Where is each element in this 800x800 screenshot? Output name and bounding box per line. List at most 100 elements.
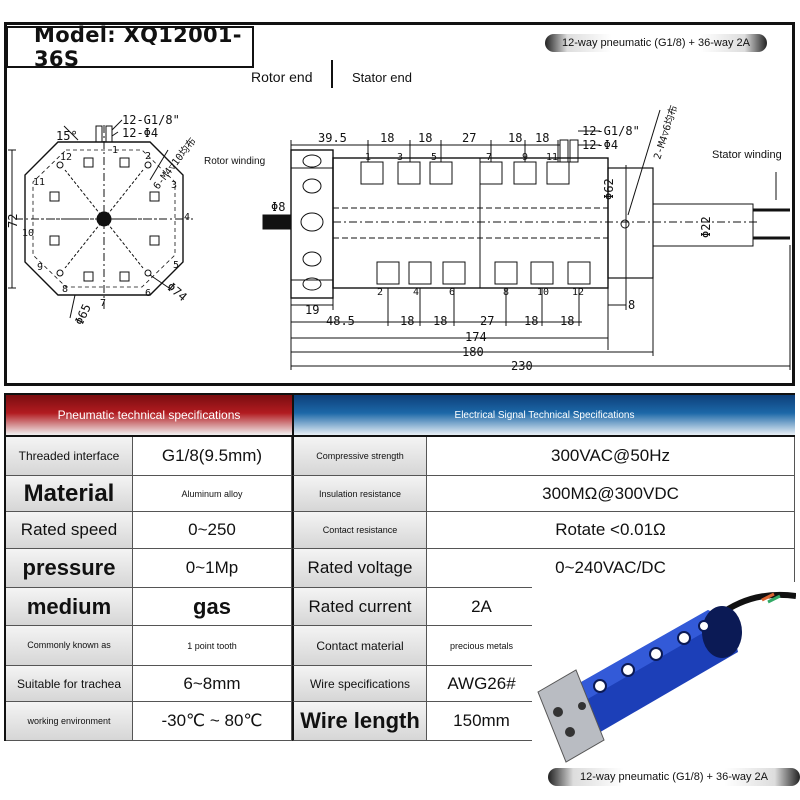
photo-port [649, 647, 663, 661]
front-port [49, 191, 60, 202]
front-dim-phi4: 12-Φ4 [122, 126, 158, 140]
front-port-label: 3 [171, 180, 177, 191]
front-mount-hole [144, 269, 152, 277]
spec-label: pressure [6, 549, 133, 588]
elec-spec-label: Compressive strength [292, 437, 427, 476]
side-bottom-port-label: 10 [537, 287, 549, 298]
front-port [149, 235, 160, 246]
spec-row: Threaded interface G1/8(9.5mm) Compressi… [6, 437, 795, 476]
side-bottom-port-label: 4 [413, 287, 419, 298]
front-port [83, 271, 94, 282]
rotor-winding-label: Rotor winding [204, 156, 266, 167]
front-port-label: 12 [60, 152, 72, 163]
side-dim-8: 8 [628, 298, 635, 312]
electrical-header: Electrical Signal Technical Specificatio… [292, 395, 795, 437]
spec-label: medium [6, 588, 133, 626]
front-port-label: 7 [100, 298, 106, 309]
photo-port [677, 631, 691, 645]
side-dim-230: 230 [511, 359, 533, 373]
model-title: Model: XQ12001-36S [34, 23, 242, 71]
elec-spec-label: Rated current [292, 588, 427, 626]
bottom-ports [376, 261, 591, 285]
side-dim-18e: 18 [400, 314, 414, 328]
front-dim-angle: 15° [56, 129, 78, 143]
side-dim-phi22: Φ22 [699, 216, 713, 238]
photo-port [593, 679, 607, 693]
stator-end-label: Stator end [352, 70, 412, 85]
side-dim-27b: 27 [480, 314, 494, 328]
side-dim-27a: 27 [462, 131, 476, 145]
spec-row: Rated speed 0~250 Contact resistance Rot… [6, 512, 795, 549]
spec-label: Rated speed [6, 512, 133, 549]
side-dim-18d: 18 [535, 131, 549, 145]
elec-spec-value: precious metals [427, 626, 537, 666]
side-dim-phi62: Φ62 [602, 178, 616, 200]
side-dim-18a: 18 [380, 131, 394, 145]
front-port-label: 4 [184, 212, 190, 223]
front-port-label: 1 [112, 145, 118, 156]
pneumatic-header: Pneumatic technical specifications [6, 395, 292, 437]
elec-spec-label: Insulation resistance [292, 476, 427, 512]
front-port-label: 11 [33, 177, 45, 188]
spec-row: working environment -30℃ ~ 80℃ Wire leng… [6, 702, 795, 741]
front-port-label: 5 [173, 260, 179, 271]
side-top-port-label: 9 [522, 152, 528, 163]
spec-value: 1 point tooth [133, 626, 292, 666]
top-badge: 12-way pneumatic (G1/8) + 36-way 2A [545, 34, 767, 52]
front-port [49, 235, 60, 246]
spec-row: Material Aluminum alloy Insulation resis… [6, 476, 795, 512]
front-dim-74: Φ74 [164, 280, 190, 305]
front-mount-hole [56, 269, 64, 277]
front-port [83, 157, 94, 168]
model-title-box: Model: XQ12001-36S [6, 23, 254, 71]
technical-drawing: 15° 12-G1/8" 12-Φ4 6-M4▽10均布 72 Φ74 Φ65 … [6, 104, 791, 373]
side-dim-18f: 18 [433, 314, 447, 328]
elec-spec-label: Wire length [292, 702, 427, 741]
side-dim-19: 19 [305, 303, 319, 317]
spec-label: Commonly known as [6, 626, 133, 666]
stator-winding-label: Stator winding [712, 149, 782, 161]
spec-value: -30℃ ~ 80℃ [133, 702, 292, 741]
front-port-label: 2 [145, 151, 151, 162]
elec-spec-value: 2A [427, 588, 537, 626]
side-top-port-label: 7 [486, 152, 492, 163]
rotor-end-label: Rotor end [251, 69, 313, 85]
front-dim-g18: 12-G1/8" [122, 113, 180, 127]
side-dim-g18: 12-G1/8" [582, 124, 640, 138]
side-top-port-label: 5 [431, 152, 437, 163]
spec-value: 0~1Mp [133, 549, 292, 588]
spec-label: working environment [6, 702, 133, 741]
spec-value: 0~250 [133, 512, 292, 549]
side-dim-180: 180 [462, 345, 484, 359]
front-port-label: 6 [145, 288, 151, 299]
spec-value: 6~8mm [133, 666, 292, 702]
top-ports [360, 139, 579, 185]
elec-spec-label: Rated voltage [292, 549, 427, 588]
side-bottom-port-label: 6 [449, 287, 455, 298]
spec-row: Suitable for trachea 6~8mm Wire specific… [6, 666, 795, 702]
elec-spec-label: Wire specifications [292, 666, 427, 702]
front-port-label: 8 [62, 284, 68, 295]
side-dim-18h: 18 [560, 314, 574, 328]
elec-spec-value: 300VAC@50Hz [427, 437, 795, 476]
side-dim-18g: 18 [524, 314, 538, 328]
front-dim-72: 72 [6, 214, 20, 228]
photo-port [621, 663, 635, 677]
front-view-outline [24, 141, 184, 296]
spec-label: Suitable for trachea [6, 666, 133, 702]
front-mount-hole [144, 161, 152, 169]
photo-port [698, 620, 710, 632]
side-dim-18b: 18 [418, 131, 432, 145]
side-top-port-label: 11 [546, 152, 558, 163]
side-bottom-port-label: 12 [572, 287, 584, 298]
side-dim-18c: 18 [508, 131, 522, 145]
elec-spec-value: Rotate <0.01Ω [427, 512, 795, 549]
bottom-badge: 12-way pneumatic (G1/8) + 36-way 2A [548, 768, 800, 786]
spec-label: Threaded interface [6, 437, 133, 476]
front-port-label: 9 [37, 262, 43, 273]
product-photo [532, 582, 796, 768]
front-port [119, 157, 130, 168]
side-dim-phi8: Φ8 [271, 200, 285, 214]
side-dim-395: 39.5 [318, 131, 347, 145]
front-port-label: 10 [22, 228, 34, 239]
